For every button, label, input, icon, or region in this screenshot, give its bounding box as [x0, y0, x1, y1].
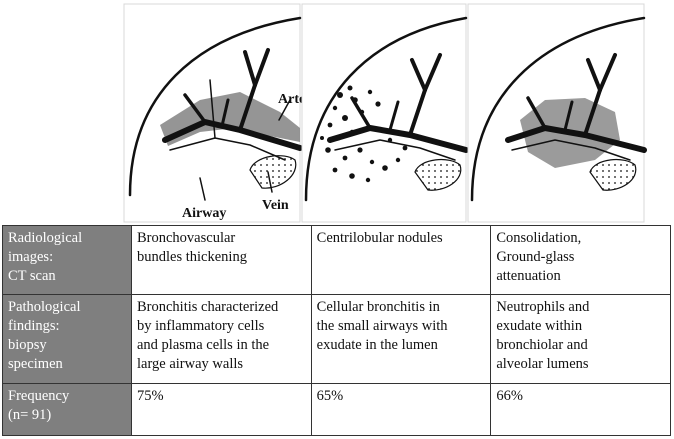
row-header-frequency: Frequency (n= 91) — [2, 382, 132, 437]
cell-neutrophils: Neutrophils and exudate within bronchiol… — [490, 294, 671, 384]
cell-frequency-3: 66% — [490, 382, 671, 437]
vein-label: Vein — [262, 198, 289, 213]
airway-label: Airway — [182, 206, 226, 221]
cell-consolidation: Consolidation, Ground-glass attenuation — [490, 224, 671, 296]
row-header-pathological: Pathological findings: biopsy specimen — [2, 294, 132, 384]
table-row-frequency: Frequency (n= 91) 75% 65% 66% — [2, 382, 671, 437]
cell-frequency-2: 65% — [310, 382, 492, 437]
cell-cellular-bronchitis: Cellular bronchitis in the small airways… — [310, 294, 492, 384]
findings-table: Radiological images: CT scan Bronchovasc… — [2, 224, 671, 437]
cell-centrilobular: Centrilobular nodules — [310, 224, 492, 296]
panel-bronchovascular-thickening: Artery Vein Airway — [123, 3, 318, 223]
cell-frequency-1: 75% — [131, 382, 312, 437]
lung-illustration: Artery Vein Airway — [123, 3, 647, 223]
cell-bronchovascular: Bronchovascular bundles thickening — [131, 224, 312, 296]
table-row-radiological: Radiological images: CT scan Bronchovasc… — [2, 224, 671, 296]
cell-bronchitis: Bronchitis characterized by inflammatory… — [131, 294, 312, 384]
row-header-radiological: Radiological images: CT scan — [2, 224, 132, 296]
table-row-pathological: Pathological findings: biopsy specimen B… — [2, 294, 671, 384]
panel-centrilobular-nodules — [301, 3, 469, 223]
panel-consolidation — [467, 3, 647, 223]
